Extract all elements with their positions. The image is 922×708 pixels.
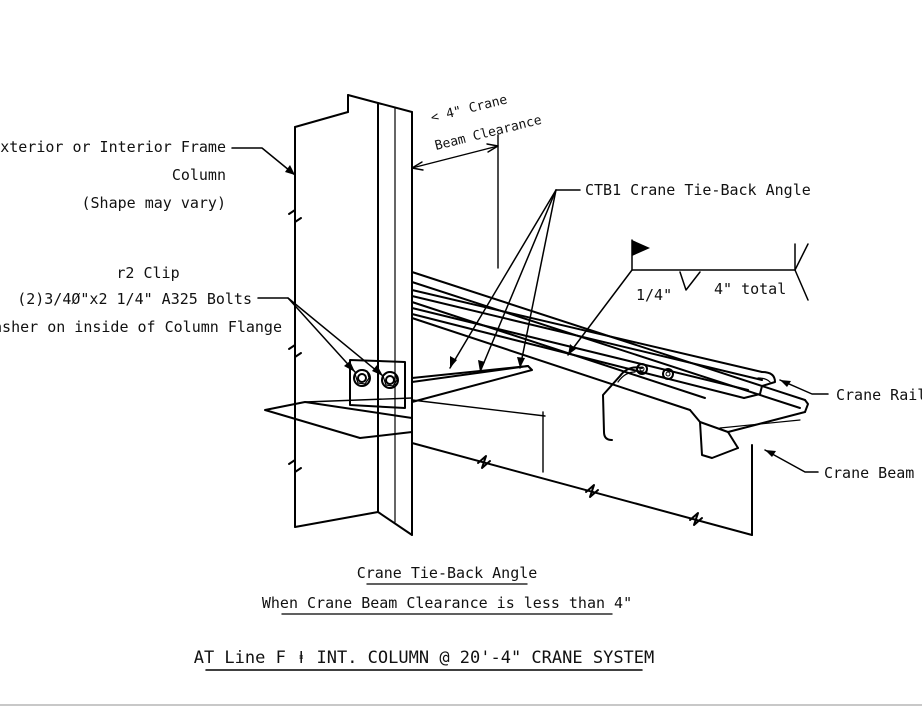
leader-arrowheads [285, 165, 791, 457]
leaders [231, 147, 829, 473]
column-label-line1: Exterior or Interior Frame [0, 138, 226, 156]
detail-title: AT Line F ⱡ INT. COLUMN @ 20'-4" CRANE S… [194, 648, 655, 668]
clearance-dimension [411, 134, 499, 269]
crane-beam-label: Crane Beam [824, 464, 914, 482]
crane-beam [411, 399, 753, 536]
clip-label-line1: r2 Clip [116, 264, 179, 282]
weld-total-label: 4" total [714, 280, 786, 298]
crane-rail-label: Crane Rail [836, 386, 922, 404]
weld-flag [632, 240, 650, 256]
clip-label-line3: w/ Washer on inside of Column Flange [0, 318, 282, 336]
clip-plate [349, 359, 406, 409]
rail-clip [602, 363, 674, 441]
clearance-label-line1: < 4" Crane [429, 92, 509, 126]
column-label-line3: (Shape may vary) [82, 194, 227, 212]
column-label-line2: Column [172, 166, 226, 184]
column [288, 94, 413, 536]
caption-line1: Crane Tie-Back Angle [357, 564, 538, 582]
clip-label-line2: (2)3/4Ø"x2 1/4" A325 Bolts [17, 290, 252, 308]
caption-line2: When Crane Beam Clearance is less than 4… [262, 594, 632, 612]
weld-size-label: 1/4" [636, 286, 672, 304]
tie-back-angle [264, 365, 533, 439]
ctb1-label: CTB1 Crane Tie-Back Angle [585, 181, 811, 199]
